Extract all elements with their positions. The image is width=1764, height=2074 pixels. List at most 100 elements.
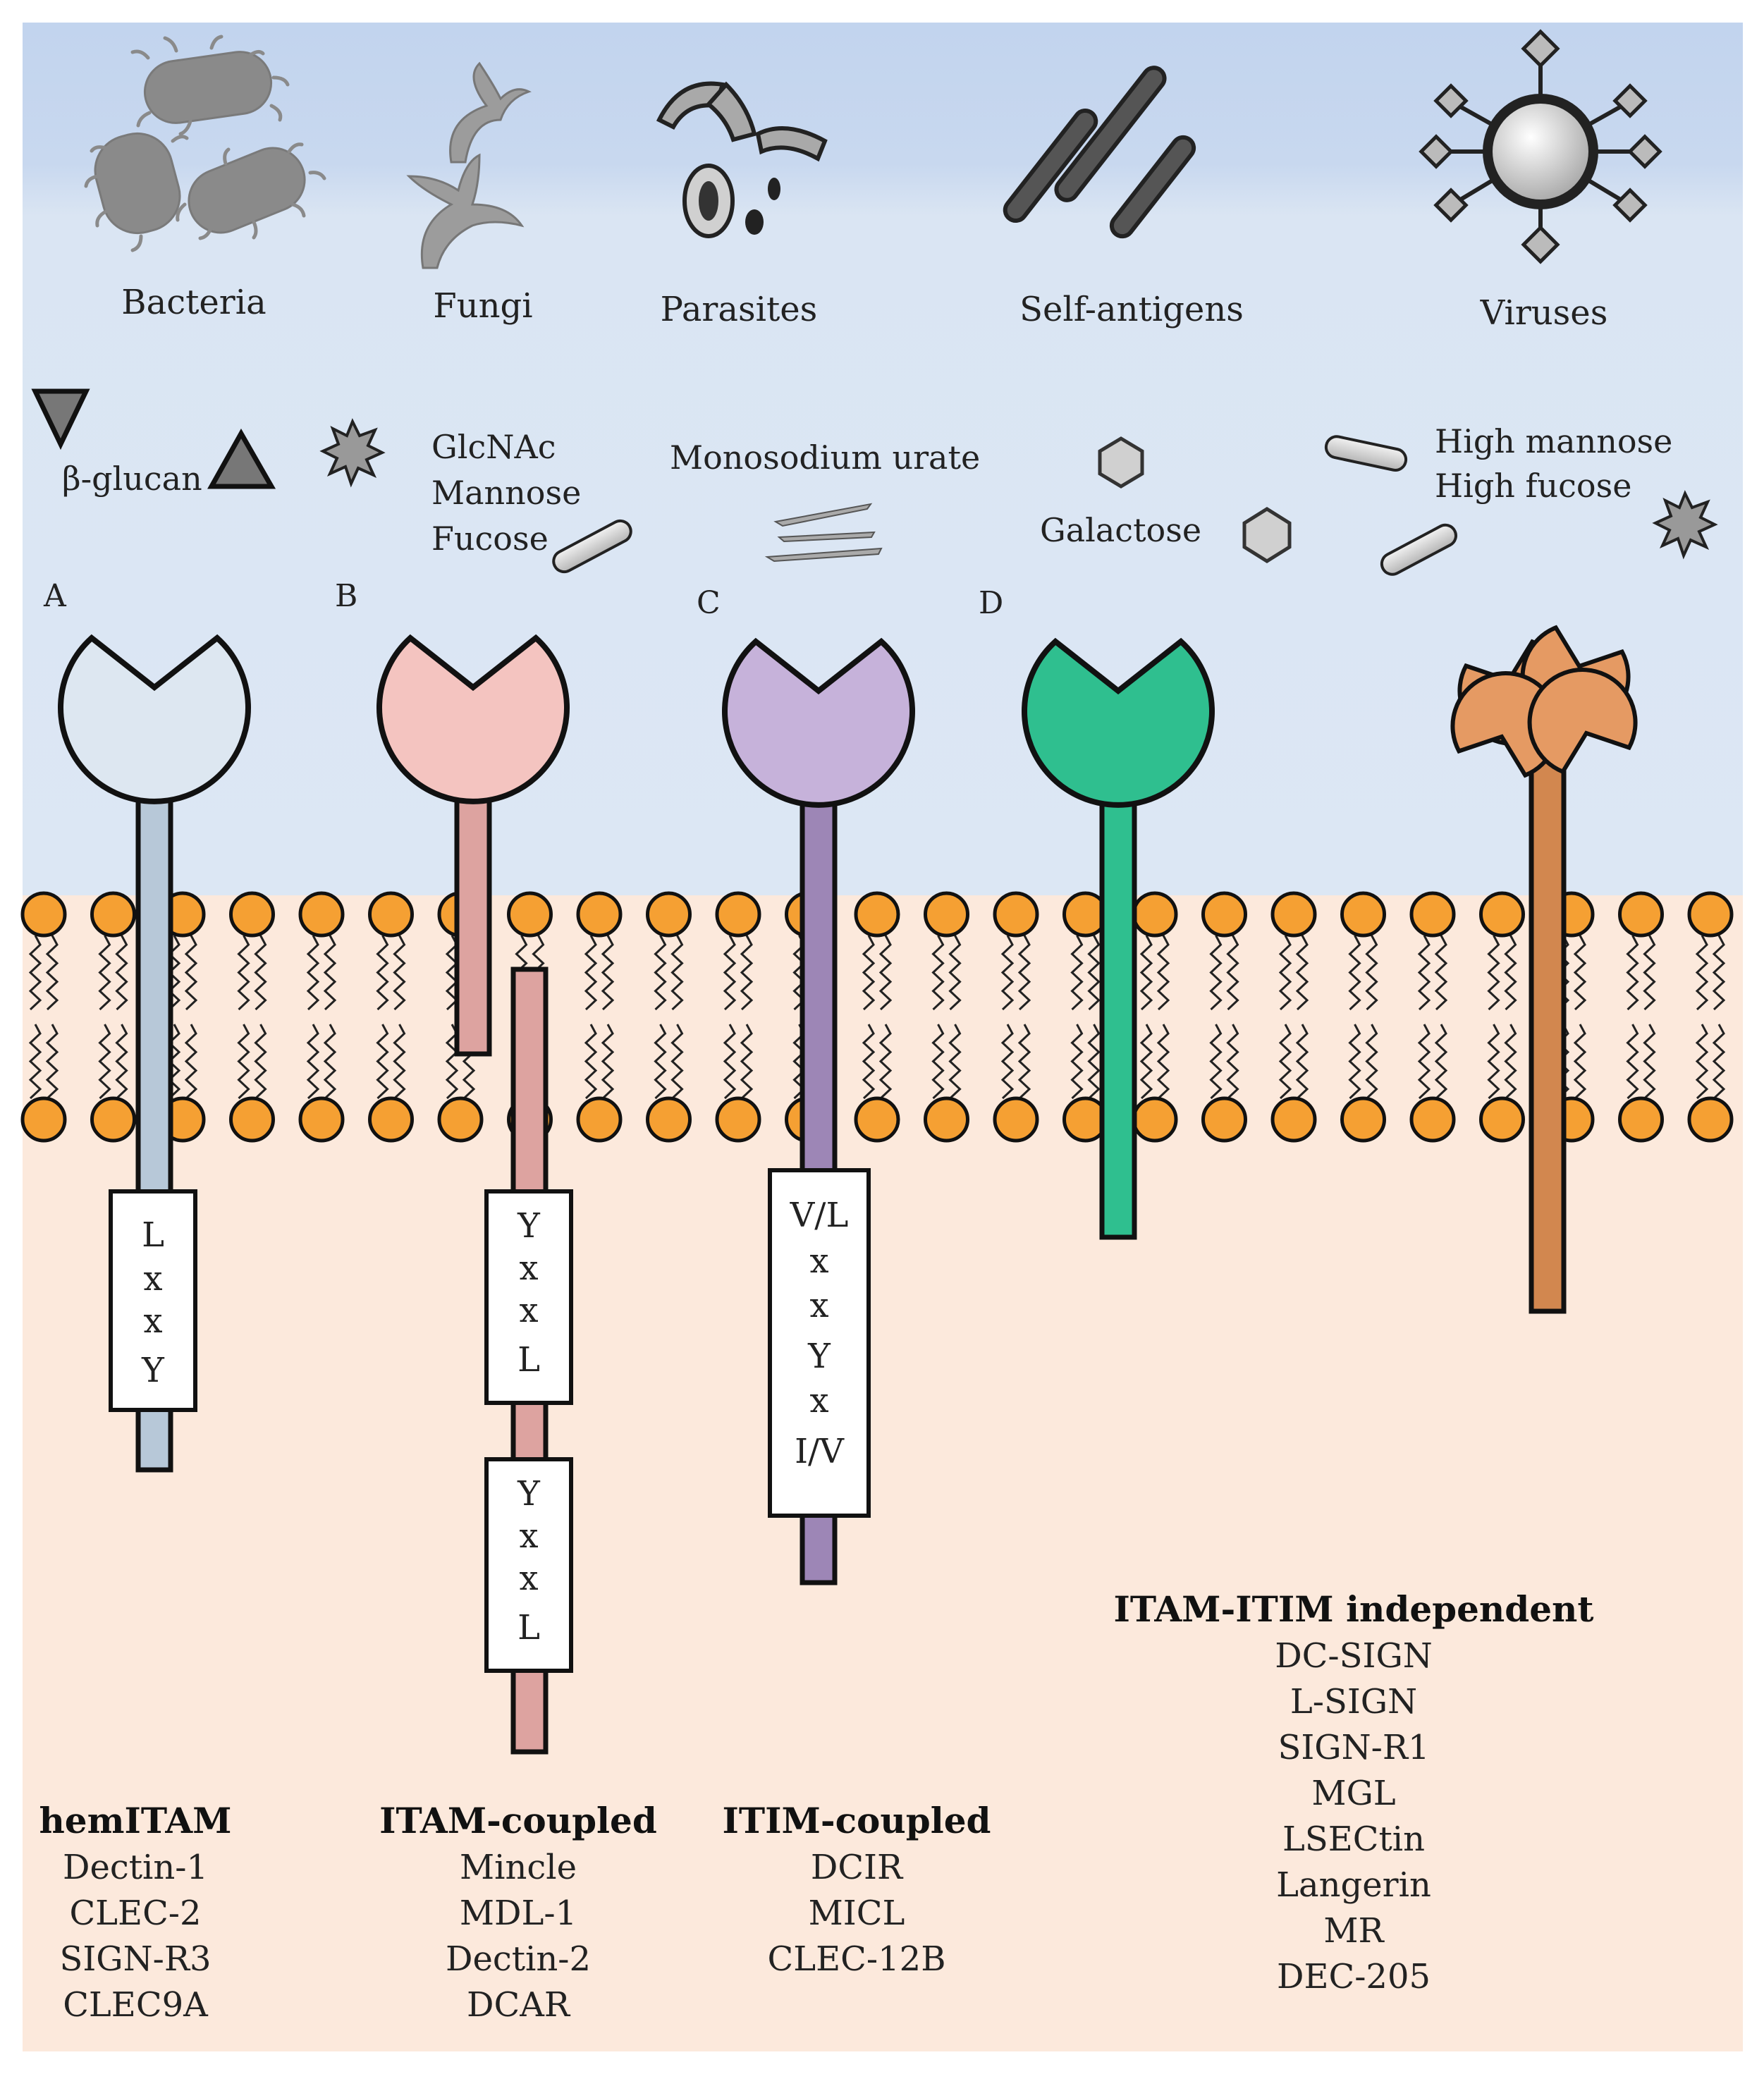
lipid-head <box>1132 1096 1178 1143</box>
independent-member-6: MR <box>1323 1911 1385 1951</box>
lipid-tail <box>1348 1024 1361 1100</box>
lipid-tail <box>1695 935 1709 1011</box>
lipid-head <box>1409 1096 1456 1143</box>
independent-member-2: SIGN-R1 <box>1278 1728 1429 1767</box>
hemitam-member-0: Dectin-1 <box>63 1848 208 1887</box>
receptor-b-itam: Y x x L Y x x L <box>376 634 573 1755</box>
lipid-tail <box>184 935 198 1011</box>
glcnac-label: GlcNAc <box>431 428 556 466</box>
lipid-head <box>507 891 553 938</box>
lipid-tail <box>862 935 876 1011</box>
lipid-tail <box>1156 935 1170 1011</box>
receptor-c-head <box>722 637 915 808</box>
lipid-tail <box>1626 935 1639 1011</box>
lipid-tail <box>584 1024 598 1100</box>
itam-title: ITAM-coupled <box>379 1800 657 1841</box>
independent-member-4: LSECtin <box>1282 1820 1425 1859</box>
independent-member-1: L-SIGN <box>1290 1682 1417 1722</box>
lipid-tail <box>393 935 406 1011</box>
lipid-tail <box>323 1024 337 1100</box>
self-antigens-icon <box>1003 66 1196 239</box>
lipid-tail <box>1434 935 1448 1011</box>
lipid-tail <box>1348 935 1361 1011</box>
lipid-head <box>1687 1096 1734 1143</box>
lipid-tail <box>445 1024 459 1100</box>
lipid-tail <box>1226 935 1239 1011</box>
lipid-head <box>993 1096 1039 1143</box>
lipid-head <box>854 1096 900 1143</box>
lipid-head <box>993 891 1039 938</box>
lipid-head <box>437 1096 484 1143</box>
lipid-head <box>1479 1096 1525 1143</box>
lipid-head <box>715 891 761 938</box>
receptor-b-motif2-1: x <box>519 1516 538 1556</box>
lipid-tail <box>670 935 684 1011</box>
lipid-tail <box>1643 1024 1656 1100</box>
lipid-tail <box>45 1024 59 1100</box>
lipid-tail <box>1087 935 1101 1011</box>
lipid-head <box>1340 1096 1386 1143</box>
receptor-b-motif2-3: L <box>517 1608 540 1647</box>
lipid-tail <box>654 1024 667 1100</box>
lipid-tail <box>723 1024 737 1100</box>
receptor-d-head <box>1022 637 1215 808</box>
rod-ligand-icon-2 <box>1324 435 1408 472</box>
lipid-tail <box>862 1024 876 1100</box>
receptor-c-motif-4: x <box>809 1381 828 1420</box>
lipid-head <box>576 891 623 938</box>
lipid-tail <box>306 1024 320 1100</box>
itim-member-2: CLEC-12B <box>768 1939 946 1979</box>
receptor-c-itim: V/L x x Y x I/V <box>722 637 915 1585</box>
hemitam-member-2: SIGN-R3 <box>59 1939 211 1979</box>
lipid-head <box>576 1096 623 1143</box>
high-mannose-label: High mannose <box>1435 422 1672 460</box>
receptor-c-motif-0: V/L <box>790 1196 849 1235</box>
lipid-tail <box>1712 935 1726 1011</box>
lipid-head <box>1618 1096 1664 1143</box>
lipid-tail <box>237 1024 250 1100</box>
lipid-tail <box>1434 1024 1448 1100</box>
high-fucose-label: High fucose <box>1435 467 1631 505</box>
lipid-tail <box>1504 935 1517 1011</box>
lipid-tail <box>28 935 42 1011</box>
lipid-tail <box>1226 1024 1239 1100</box>
lipid-head <box>1340 891 1386 938</box>
lipid-tail <box>948 1024 962 1100</box>
urate-crystal-icon <box>764 503 883 563</box>
receptor-b-motif1-0: Y <box>517 1206 541 1246</box>
lipid-head <box>1687 891 1734 938</box>
itam-member-2: Dectin-2 <box>446 1939 591 1979</box>
lipid-head <box>1270 891 1317 938</box>
beta-glucan-triangle-icon <box>31 388 276 489</box>
lipid-tail <box>376 935 389 1011</box>
lipid-tail <box>1278 1024 1292 1100</box>
bacteria-icon <box>84 35 326 252</box>
receptor-c-motif-3: Y <box>807 1337 831 1376</box>
lipid-tail <box>184 1024 198 1100</box>
lipid-head <box>646 1096 692 1143</box>
independent-member-5: Langerin <box>1276 1865 1431 1905</box>
independent-member-7: DEC-205 <box>1277 1957 1431 1996</box>
fungi-label: Fungi <box>433 286 532 326</box>
lipid-head <box>715 1096 761 1143</box>
lipid-tail <box>1000 935 1015 1011</box>
star-ligand-icon-2 <box>1652 490 1718 560</box>
lipid-tail <box>1643 935 1656 1011</box>
lipid-tail <box>601 1024 615 1100</box>
lipid-tail <box>1295 1024 1309 1100</box>
lipid-tail <box>1365 1024 1378 1100</box>
lipid-tail <box>115 935 128 1011</box>
lipid-head <box>298 891 345 938</box>
lipid-tail <box>1017 1024 1031 1100</box>
receptor-b-motif1-3: L <box>517 1340 540 1380</box>
receptor-a-motif-3: Y <box>141 1351 165 1390</box>
lipid-tail <box>1295 935 1309 1011</box>
lipid-tail <box>878 935 893 1011</box>
lipid-tail <box>376 1024 389 1100</box>
lipid-tail <box>1087 1024 1101 1100</box>
rod-ligand-icon <box>552 519 632 574</box>
lipid-tail <box>1573 1024 1587 1100</box>
rod-ligand-icon-3 <box>1380 523 1457 576</box>
lipid-head <box>1201 891 1247 938</box>
